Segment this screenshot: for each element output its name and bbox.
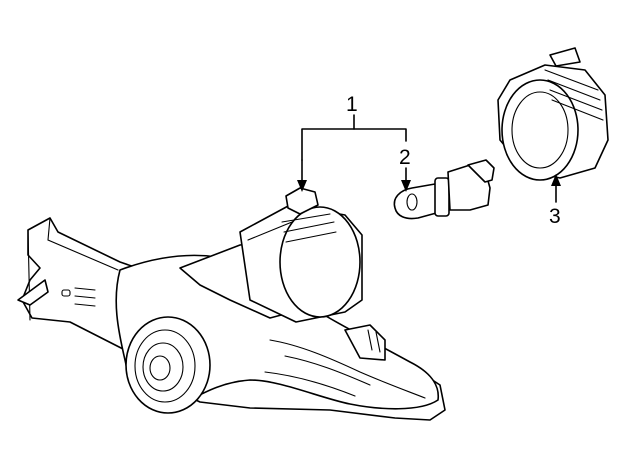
callout-1-bracket [301,128,407,161]
bulb [393,159,495,220]
fog-lamp-assembly [17,187,446,421]
leader-lines [297,114,561,203]
callout-1-arrow [297,180,307,192]
mounting-tab [17,279,49,306]
callout-2-label: 2 [399,146,411,169]
callout-3-arrow [551,174,561,186]
callout-2-arrow [401,180,411,192]
callout-3-label: 3 [549,205,561,228]
callout-1-label: 1 [346,93,358,116]
lamp-lens [125,316,211,414]
retaining-ring [497,47,609,181]
